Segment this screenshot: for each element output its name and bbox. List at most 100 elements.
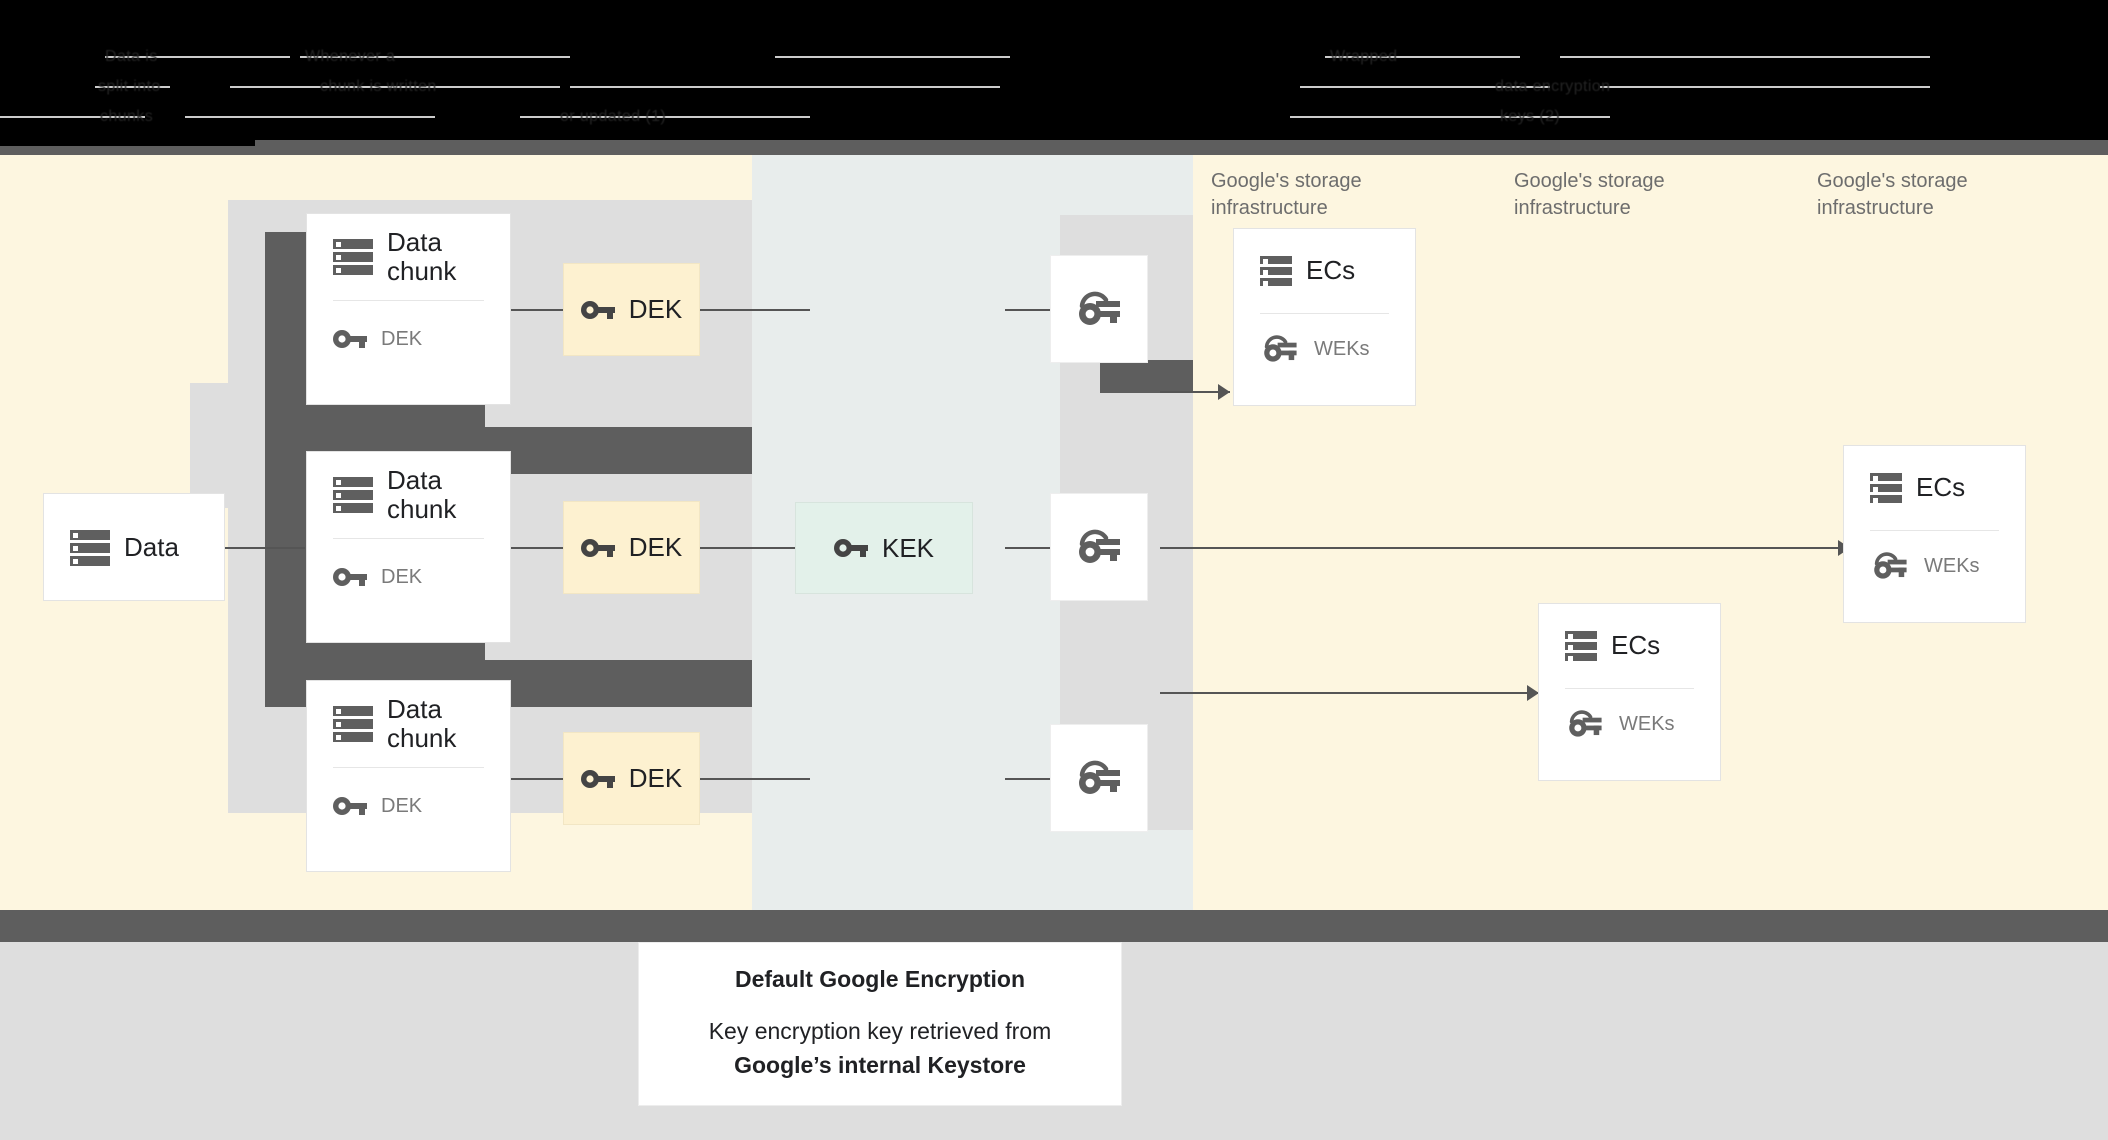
data-chunk-title: Data chunk xyxy=(387,226,457,286)
connector-line xyxy=(700,309,810,311)
caption-body: Key encryption key retrieved from Google… xyxy=(709,1015,1052,1082)
wrapped-key-icon xyxy=(1079,529,1120,563)
header-underline xyxy=(1290,116,1610,118)
header-underline xyxy=(230,86,560,88)
data-box[interactable]: Data xyxy=(43,493,225,601)
ecs-card[interactable]: ECs WEKs xyxy=(1233,228,1416,406)
data-chunk-card[interactable]: Data chunk DEK xyxy=(306,213,511,405)
key-icon xyxy=(333,568,367,586)
caption-band: Default Google Encryption Key encryption… xyxy=(0,910,2108,1140)
connector-arrow-line xyxy=(1160,391,1230,393)
data-chunk-card[interactable]: Data chunk DEK xyxy=(306,451,511,643)
header-text-fragment: keys (2) xyxy=(1500,108,1561,125)
header-text-fragment: split into xyxy=(98,78,161,95)
server-stack-icon xyxy=(70,528,110,568)
ecs-card-title: ECs xyxy=(1306,255,1356,286)
ecs-card-title: ECs xyxy=(1611,630,1661,661)
server-stack-icon xyxy=(333,237,373,277)
wrapped-key-tile[interactable] xyxy=(1050,493,1148,601)
header-text-fragment: data encryption xyxy=(1495,78,1611,95)
connector-line xyxy=(700,778,810,780)
card-divider xyxy=(1870,530,1999,531)
key-icon xyxy=(333,330,367,348)
key-icon xyxy=(833,539,868,557)
header-text-fragment: chunks xyxy=(100,108,154,125)
wrapped-key-icon xyxy=(1079,291,1120,325)
data-chunk-key-label: DEK xyxy=(381,794,423,817)
header-underline xyxy=(185,116,435,118)
server-stack-icon xyxy=(1260,255,1292,287)
caption-band-strip xyxy=(0,910,2108,942)
dek-box-label: DEK xyxy=(628,294,683,324)
data-chunk-card[interactable]: Data chunk DEK xyxy=(306,680,511,872)
wrapped-key-icon xyxy=(1569,710,1602,737)
dek-box[interactable]: DEK xyxy=(563,263,700,356)
data-slab-backing xyxy=(190,383,260,508)
ecs-card-key-label: WEKs xyxy=(1314,337,1370,360)
wrapped-key-icon xyxy=(1079,760,1120,794)
card-divider xyxy=(1260,313,1389,314)
server-stack-icon xyxy=(1565,630,1597,662)
connector-line xyxy=(700,547,810,549)
dark-highlight-block xyxy=(1100,360,1193,393)
wrapped-key-icon xyxy=(1874,552,1907,579)
key-icon xyxy=(333,797,367,815)
ecs-card-key-label: WEKs xyxy=(1619,712,1675,735)
wrapped-key-tile[interactable] xyxy=(1050,255,1148,363)
header-underline xyxy=(520,116,810,118)
connector-line xyxy=(225,547,305,549)
dek-box-label: DEK xyxy=(628,763,683,793)
header-underline xyxy=(775,56,1010,58)
header-underline xyxy=(95,86,170,88)
card-divider xyxy=(1565,688,1694,689)
connector-arrow-line xyxy=(1160,692,1540,694)
storage-zone-label: Google's storage infrastructure xyxy=(1817,170,1968,219)
connector-line xyxy=(510,778,590,780)
ecs-card-title: ECs xyxy=(1916,472,1966,503)
server-stack-icon xyxy=(1870,472,1902,504)
dek-box-label: DEK xyxy=(628,532,683,562)
header-underline xyxy=(570,86,1000,88)
key-icon xyxy=(580,769,615,788)
arrow-head-icon xyxy=(1527,685,1539,701)
header-grey-bar xyxy=(0,146,255,155)
key-icon xyxy=(580,538,615,557)
card-divider xyxy=(333,538,484,539)
caption-line-2: Google’s internal Keystore xyxy=(734,1051,1026,1078)
kek-box[interactable]: KEK xyxy=(795,502,973,594)
kek-box-label: KEK xyxy=(881,532,935,563)
ecs-card[interactable]: ECs WEKs xyxy=(1538,603,1721,781)
header-grey-bar xyxy=(255,140,2108,155)
storage-zone-label: Google's storage infrastructure xyxy=(1211,170,1362,219)
caption-heading: Default Google Encryption xyxy=(734,966,1026,993)
server-stack-icon xyxy=(333,475,373,515)
ecs-card-key-label: WEKs xyxy=(1924,554,1980,577)
server-stack-icon xyxy=(333,704,373,744)
header-text-fragment: chunk is written xyxy=(320,78,437,95)
header-underline xyxy=(300,56,570,58)
connector-arrow-line xyxy=(1160,547,1850,549)
connector-line xyxy=(1005,778,1050,780)
connector-line xyxy=(510,309,590,311)
ecs-card[interactable]: ECs WEKs xyxy=(1843,445,2026,623)
header-text-fragment: Whenever a xyxy=(305,48,396,65)
obscured-header-band: Data is Whenever a Wrapped split into ch… xyxy=(0,0,2108,155)
header-text-fragment: Wrapped xyxy=(1330,48,1398,65)
header-text-fragment: Data is xyxy=(105,48,158,65)
storage-zone-label: Google's storage infrastructure xyxy=(1514,170,1665,219)
dek-box[interactable]: DEK xyxy=(563,501,700,594)
data-chunk-title: Data chunk xyxy=(387,464,457,524)
encryption-flow-diagram: Data Data chunk DEK Data chunk xyxy=(0,155,2108,910)
card-divider xyxy=(333,767,484,768)
header-underline xyxy=(105,56,290,58)
header-underline xyxy=(1300,86,1550,88)
caption-line-1: Key encryption key retrieved from xyxy=(708,1018,1052,1045)
connector-line xyxy=(1005,547,1050,549)
dek-box[interactable]: DEK xyxy=(563,732,700,825)
connector-line xyxy=(510,547,590,549)
data-chunk-key-label: DEK xyxy=(381,327,423,350)
wrapped-key-icon xyxy=(1264,335,1297,362)
caption-card: Default Google Encryption Key encryption… xyxy=(638,942,1122,1106)
header-underline xyxy=(1560,56,1930,58)
wrapped-key-tile[interactable] xyxy=(1050,724,1148,832)
